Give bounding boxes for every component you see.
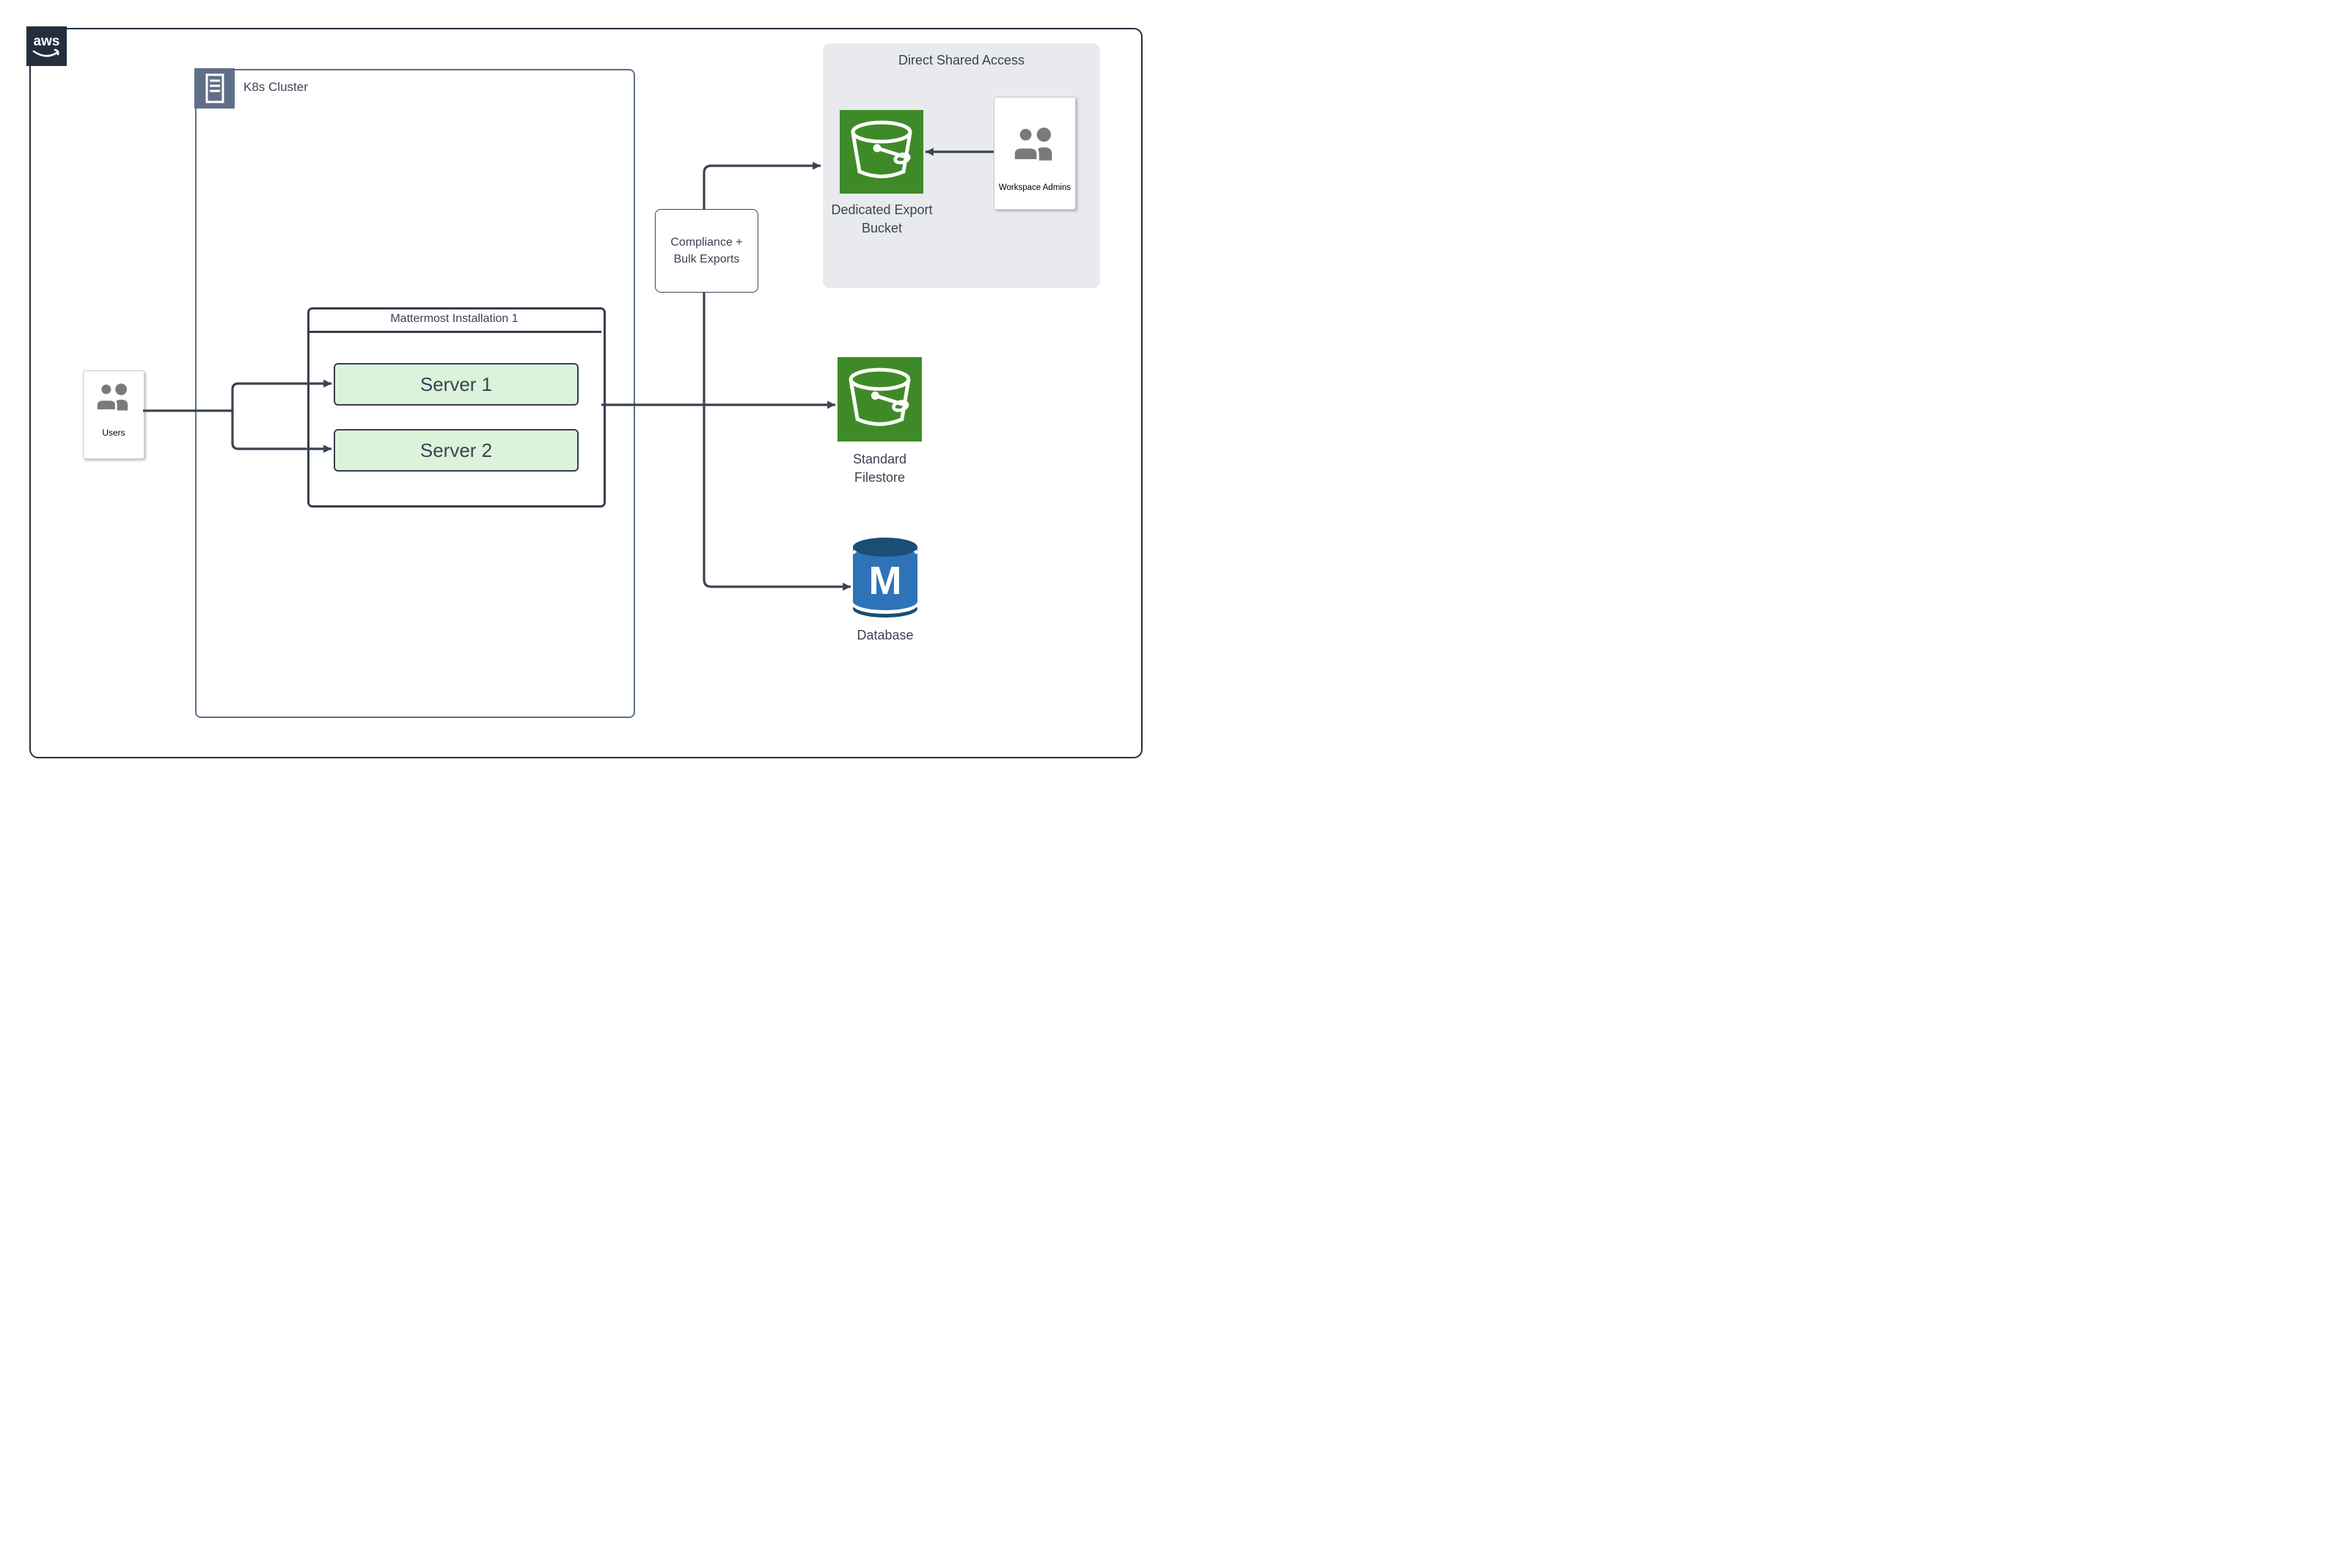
mattermost-installation-title: Mattermost Installation 1 [307,307,601,333]
direct-shared-access-title: Direct Shared Access [898,53,1025,67]
database-cylinder-icon: M [853,537,917,619]
server-1-label: Server 1 [419,373,493,395]
s3-bucket-icon [840,110,923,194]
users-card: Users [83,370,144,459]
users-icon [94,382,133,414]
server-rack-icon [205,73,224,103]
svg-text:aws: aws [34,34,60,49]
aws-logo: aws [26,26,67,66]
workspace-admins-card: Workspace Admins [994,97,1076,210]
mattermost-installation-box [307,307,606,508]
k8s-cluster-box [195,69,635,718]
standard-filestore-icon [838,357,922,442]
svg-text:M: M [869,559,902,603]
s3-bucket-icon [838,357,922,442]
server-2-label: Server 2 [419,439,493,461]
standard-filestore-label: Standard Filestore [852,452,907,486]
k8s-cluster-label: K8s Cluster [243,80,308,94]
users-label: Users [102,428,125,438]
diagram-canvas: aws K8s Cluster Users Mattermost Install… [0,0,1169,784]
compliance-bulk-exports-box: Compliance + Bulk Exports [655,209,758,293]
server-1-box: Server 1 [334,363,579,406]
database-label: Database [857,628,914,642]
aws-logo-icon: aws [32,34,60,57]
server-2-box: Server 2 [334,429,579,472]
k8s-cluster-badge [194,68,235,109]
dedicated-export-bucket-label: Dedicated Export Bucket [831,202,933,236]
dedicated-export-bucket-icon [840,110,923,194]
workspace-admins-icon [1011,126,1059,164]
workspace-admins-label: Workspace Admins [998,183,1071,192]
aws-account-border [29,28,1143,758]
